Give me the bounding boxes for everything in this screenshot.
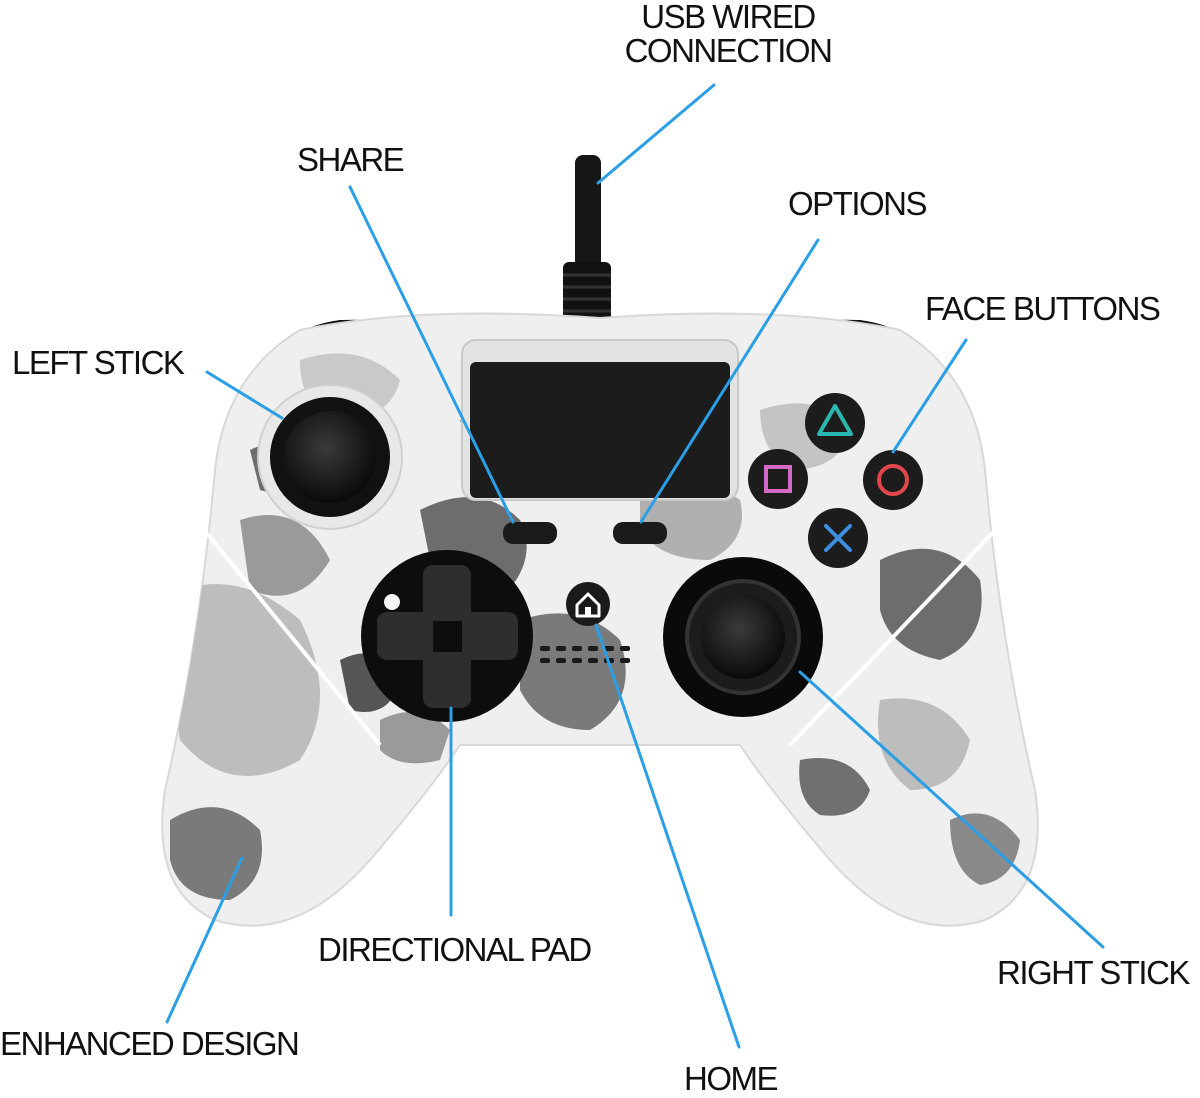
cross-icon bbox=[824, 524, 852, 552]
label-usb-line1: USB WIRED bbox=[641, 0, 816, 35]
options-leader bbox=[639, 238, 820, 524]
share-button[interactable] bbox=[503, 522, 557, 544]
square-icon bbox=[764, 465, 792, 493]
label-share: SHARE bbox=[297, 141, 405, 178]
share-leader bbox=[348, 185, 515, 524]
label-usb-wired-connection: USB WIRED CONNECTION bbox=[612, 0, 844, 68]
circle-button[interactable] bbox=[863, 450, 923, 510]
options-button[interactable] bbox=[613, 522, 667, 544]
label-home: HOME bbox=[684, 1060, 779, 1097]
touchpad[interactable] bbox=[470, 362, 730, 498]
left-stick[interactable] bbox=[257, 384, 403, 530]
home-button[interactable] bbox=[566, 582, 610, 626]
directional-pad[interactable] bbox=[361, 550, 533, 722]
face-buttons-leader bbox=[891, 338, 968, 454]
label-right-stick: RIGHT STICK bbox=[997, 954, 1190, 991]
leader-lines bbox=[165, 83, 1105, 1049]
triangle-icon bbox=[817, 404, 853, 436]
right-stick[interactable] bbox=[663, 557, 823, 717]
label-face-buttons: FACE BUTTONS bbox=[925, 290, 1161, 327]
left-stick-leader bbox=[205, 370, 284, 420]
label-usb-line2: CONNECTION bbox=[624, 32, 833, 69]
circle-icon bbox=[877, 464, 909, 496]
label-enhanced-design: ENHANCED DESIGN bbox=[0, 1025, 300, 1062]
square-button[interactable] bbox=[748, 449, 808, 509]
face-buttons bbox=[748, 393, 923, 568]
home-icon bbox=[575, 592, 601, 618]
right-stick-leader bbox=[798, 670, 1105, 949]
cross-button[interactable] bbox=[808, 508, 868, 568]
home-leader bbox=[594, 623, 741, 1049]
usb-leader bbox=[596, 83, 716, 185]
enhanced-design-leader bbox=[165, 856, 244, 1024]
triangle-button[interactable] bbox=[805, 393, 865, 453]
label-options: OPTIONS bbox=[788, 185, 928, 222]
label-left-stick: LEFT STICK bbox=[12, 344, 185, 381]
label-directional-pad: DIRECTIONAL PAD bbox=[318, 931, 592, 968]
camo-pattern bbox=[162, 353, 1020, 900]
